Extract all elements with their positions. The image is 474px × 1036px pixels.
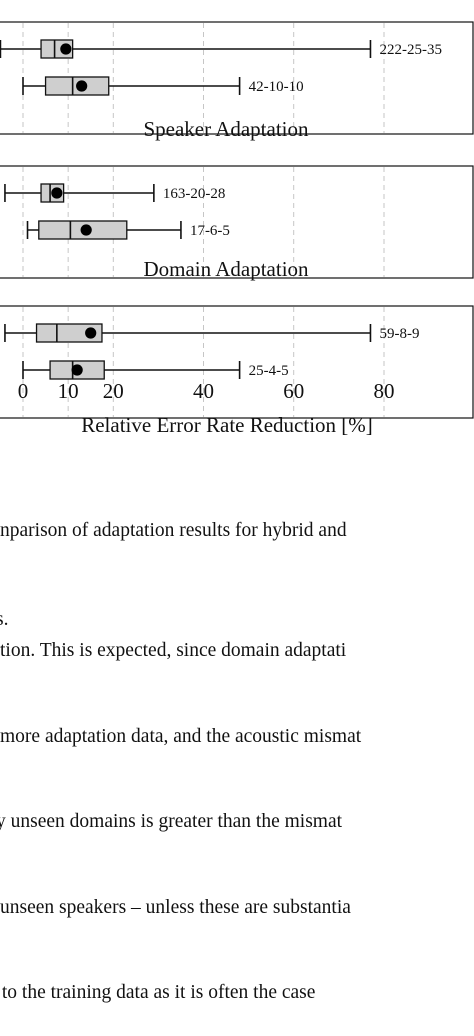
body-line: unseen speakers – unless these are subst… [0, 896, 351, 918]
panel: 222-25-35 42-10-10 [0, 21, 474, 135]
x-tick-label: 10 [58, 379, 79, 403]
plot-panels: 222-25-35 42-10-10 163-20-28 17-6-5 Speaker … [0, 21, 474, 419]
box-plot-row: 59-8-9 [4, 323, 419, 343]
x-tick-label: 60 [283, 379, 304, 403]
sample-size-label: 17-6-5 [190, 223, 230, 239]
sample-size-label: 42-10-10 [249, 79, 304, 95]
mean-marker [60, 43, 72, 55]
body-line: to the training data as it is often the … [0, 982, 316, 1003]
x-axis-label: Relative Error Rate Reduction [%] [81, 413, 373, 437]
x-tick-label: 40 [193, 379, 214, 403]
panel-frame [0, 165, 474, 279]
body-line: tion. This is expected, since domain ada… [0, 640, 347, 661]
caption-line: nparison of adaptation results for hybri… [0, 520, 347, 541]
panel: 163-20-28 17-6-5 [0, 165, 474, 279]
boxplot-figure: 222-25-35 42-10-10 163-20-28 17-6-5 Speaker … [0, 21, 474, 437]
box-plot-row: 17-6-5 [26, 220, 230, 240]
sample-size-label: 59-8-9 [379, 326, 419, 342]
panel: 59-8-9 25-4-5 [0, 305, 474, 419]
x-tick-label: 80 [374, 379, 395, 403]
panel-title: Speaker Adaptation [143, 117, 309, 141]
sample-size-label: 25-4-5 [249, 363, 289, 379]
mean-marker [71, 364, 83, 376]
panel-frame [0, 305, 474, 419]
mean-marker [80, 224, 92, 236]
figure-caption: nparison of adaptation results for hybri… [0, 456, 474, 663]
panel-frame [0, 21, 474, 135]
box-plot-row: 163-20-28 [4, 183, 226, 203]
box-plot-row: 42-10-10 [22, 76, 304, 96]
x-tick-label: 20 [103, 379, 124, 403]
body-paragraph: tion. This is expected, since domain ada… [0, 580, 474, 1036]
body-line: more adaptation data, and the acoustic m… [0, 725, 362, 747]
iqr-box [35, 323, 103, 343]
sample-size-label: 222-25-35 [379, 42, 442, 58]
panel-title: Domain Adaptation [143, 257, 309, 281]
mean-marker [85, 327, 97, 339]
mean-marker [51, 187, 63, 199]
box-plot-row: 222-25-35 [0, 39, 442, 59]
caption-line: s. [0, 608, 9, 630]
sample-size-label: 163-20-28 [163, 186, 226, 202]
body-line: y unseen domains is greater than the mis… [0, 811, 343, 832]
x-tick-label: 0 [18, 379, 29, 403]
mean-marker [76, 80, 88, 92]
box-plot-row: 25-4-5 [22, 360, 289, 380]
